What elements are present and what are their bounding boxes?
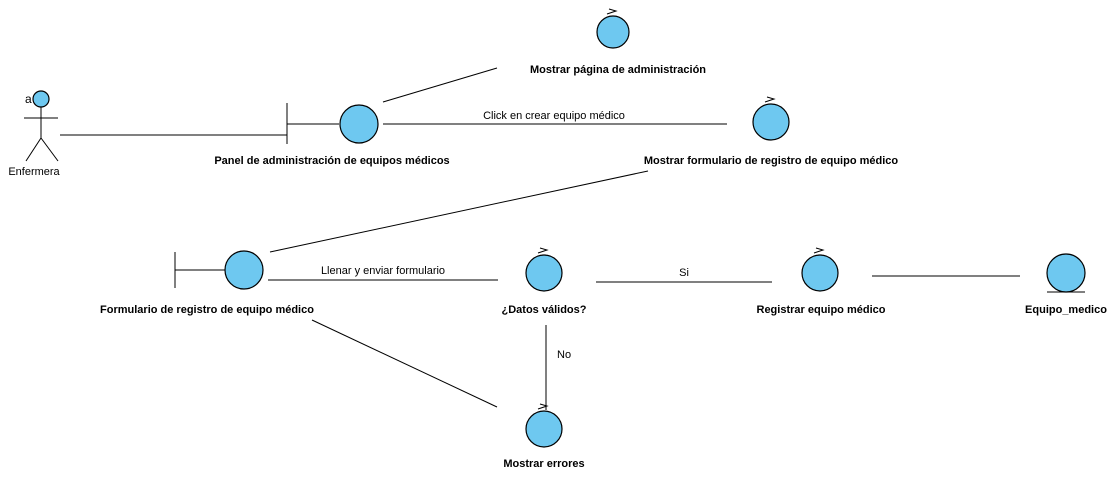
actor-label: Enfermera [8,166,60,178]
node-label-equipo-medico: Equipo_medico [1025,304,1107,316]
control-icon [525,254,563,292]
control-icon [752,103,790,141]
edge-formulario-errores[interactable] [311,319,498,408]
edge-mostrar-formulario-formulario[interactable] [269,170,649,253]
entity-equipo-medico[interactable]: Equipo_medico [1025,253,1107,316]
control-icon [525,410,563,448]
actor-enfermera[interactable]: a Enfermera [8,90,61,178]
control-icon [596,15,630,49]
edge-label-click-crear: Click en crear equipo médico [483,110,625,122]
node-label-mostrar-errores: Mostrar errores [503,458,584,470]
node-label-registrar-equipo: Registrar equipo médico [757,304,886,316]
edge-label-llenar-enviar: Llenar y enviar formulario [321,265,445,277]
control-mostrar-pagina-admin[interactable]: Mostrar página de administración [530,8,706,76]
node-label-panel-admin: Panel de administración de equipos médic… [214,155,449,167]
control-mostrar-formulario[interactable]: Mostrar formulario de registro de equipo… [644,96,899,167]
node-label-mostrar-pagina-admin: Mostrar página de administración [530,64,706,76]
actor-head-icon [32,90,50,108]
entity-icon [1046,253,1086,293]
edge-label-no: No [557,349,571,361]
boundary-icon [224,250,264,290]
control-registrar-equipo[interactable]: Registrar equipo médico [757,247,886,316]
control-icon [801,254,839,292]
boundary-icon [339,104,379,144]
boundary-panel-admin[interactable]: Panel de administración de equipos médic… [214,103,450,167]
control-mostrar-errores[interactable]: Mostrar errores [503,403,585,470]
control-datos-validos[interactable]: ¿Datos válidos? [502,247,587,316]
boundary-formulario-registro[interactable]: Formulario de registro de equipo médico [100,250,314,316]
edge-label-si: Si [679,267,689,279]
node-label-mostrar-formulario: Mostrar formulario de registro de equipo… [644,155,899,167]
edge-panel-mostrar-pagina[interactable] [382,67,498,103]
actor-badge: a [25,92,32,106]
node-label-formulario-registro: Formulario de registro de equipo médico [100,304,314,316]
node-label-datos-validos: ¿Datos válidos? [502,304,587,316]
